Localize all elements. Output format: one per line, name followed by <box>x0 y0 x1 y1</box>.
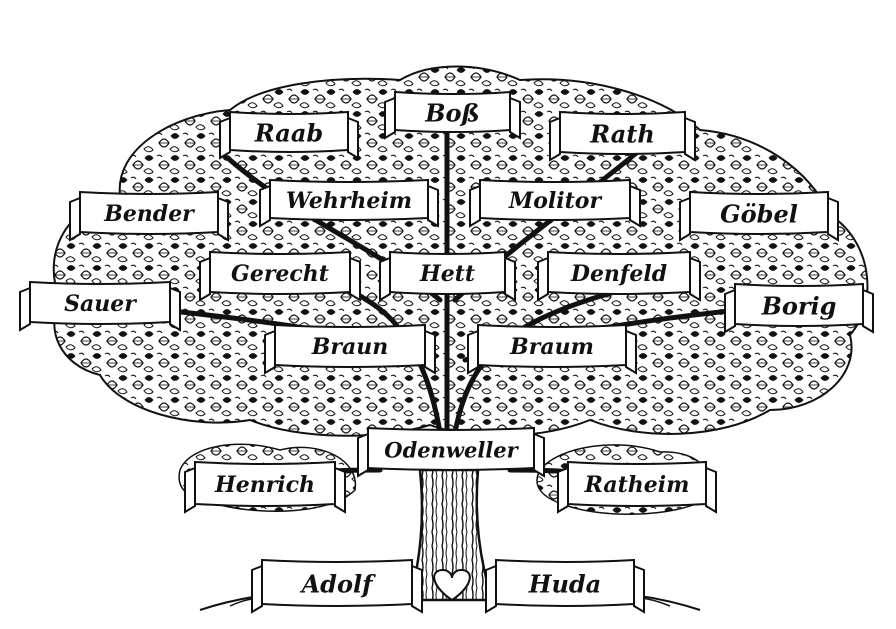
banner-label: Huda <box>528 570 601 599</box>
banner-ribbon <box>389 250 506 295</box>
banner-label: Göbel <box>720 200 798 229</box>
banner-curl-left <box>251 564 263 614</box>
banner-label: Hett <box>419 261 475 287</box>
banner-curl-right <box>509 96 521 140</box>
banner-label: Molitor <box>508 188 603 214</box>
banner-curl-right <box>217 196 229 242</box>
banner-ribbon <box>29 280 171 325</box>
banner-curl-right <box>705 466 717 514</box>
banner-borig: Borig <box>724 282 874 334</box>
banner-molitor: Molitor <box>469 178 641 228</box>
banner-boss: Boß <box>384 90 521 140</box>
banner-label: Bender <box>103 201 195 227</box>
banner-label: Sauer <box>64 291 137 317</box>
banner-gerecht: Gerecht <box>199 250 361 302</box>
banner-ribbon <box>209 250 351 295</box>
banner-curl-right <box>629 184 641 228</box>
banner-bender: Bender <box>69 190 229 242</box>
banner-curl-left <box>724 288 736 334</box>
banner-adolf: Adolf <box>251 558 423 614</box>
banner-braum: Braum <box>467 323 637 375</box>
banner-ribbon <box>734 282 864 327</box>
banner-curl-right <box>633 564 645 614</box>
banner-wehrheim: Wehrheim <box>259 178 439 228</box>
banner-ribbon <box>477 323 627 368</box>
banner-label: Raab <box>254 119 323 148</box>
banner-hett: Hett <box>379 250 516 302</box>
banner-curl-left <box>549 116 561 162</box>
banner-curl-right <box>689 256 701 302</box>
banner-curl-left <box>537 256 549 302</box>
banner-label: Denfeld <box>570 261 667 287</box>
banner-label: Adolf <box>300 570 377 599</box>
banner-label: Odenweller <box>384 438 519 463</box>
banner-odenweller: Odenweller <box>357 426 545 478</box>
banner-curl-left <box>379 256 391 302</box>
banner-henrich: Henrich <box>184 460 346 514</box>
banner-curl-left <box>19 286 31 332</box>
banner-curl-left <box>557 466 569 514</box>
banner-ribbon <box>689 190 829 235</box>
banner-denfeld: Denfeld <box>537 250 701 302</box>
banner-curl-right <box>427 184 439 228</box>
banner-curl-right <box>169 286 181 332</box>
banner-curl-left <box>69 196 81 242</box>
banner-curl-right <box>862 288 874 334</box>
banner-ribbon <box>261 558 413 607</box>
banner-curl-left <box>259 184 271 228</box>
banner-curl-left <box>467 329 479 375</box>
banner-ribbon <box>79 190 219 235</box>
banner-ribbon <box>194 460 336 507</box>
banner-curl-left <box>469 184 481 228</box>
banner-ribbon <box>559 110 686 155</box>
heart-icon <box>433 568 471 602</box>
banner-curl-right <box>533 432 545 478</box>
banner-curl-right <box>827 196 839 242</box>
banner-raab: Raab <box>219 110 359 160</box>
banner-label: Ratheim <box>584 472 690 498</box>
banner-label: Gerecht <box>231 261 329 287</box>
banner-ribbon <box>269 178 429 221</box>
banner-label: Boß <box>424 99 480 128</box>
banner-curl-left <box>199 256 211 302</box>
banner-sauer: Sauer <box>19 280 181 332</box>
banner-ribbon <box>394 90 511 133</box>
banner-curl-right <box>684 116 696 162</box>
banner-curl-left <box>485 564 497 614</box>
banner-label: Braum <box>509 334 594 360</box>
banner-ratheim: Ratheim <box>557 460 717 514</box>
banner-ribbon <box>229 110 349 153</box>
banner-label: Henrich <box>214 472 315 498</box>
banner-goebel: Göbel <box>679 190 839 242</box>
banner-curl-right <box>411 564 423 614</box>
banner-ribbon <box>274 323 426 368</box>
banner-label: Wehrheim <box>286 188 412 214</box>
banner-braun: Braun <box>264 323 436 375</box>
banner-curl-right <box>334 466 346 514</box>
banner-curl-left <box>384 96 396 140</box>
banner-curl-left <box>219 116 231 160</box>
banner-ribbon <box>479 178 631 221</box>
banner-curl-right <box>349 256 361 302</box>
banner-label: Borig <box>761 292 837 321</box>
banner-curl-left <box>264 329 276 375</box>
banner-rath: Rath <box>549 110 696 162</box>
banner-curl-right <box>424 329 436 375</box>
banner-curl-right <box>625 329 637 375</box>
banner-ribbon <box>495 558 635 607</box>
banner-curl-right <box>347 116 359 160</box>
banner-huda: Huda <box>485 558 645 614</box>
banner-label: Braun <box>311 334 388 360</box>
banner-curl-left <box>184 466 196 514</box>
banner-curl-right <box>504 256 516 302</box>
banner-ribbon <box>567 460 707 507</box>
banner-curl-left <box>679 196 691 242</box>
banner-ribbon <box>547 250 691 295</box>
banner-curl-left <box>357 432 369 478</box>
banner-ribbon <box>367 426 535 471</box>
banner-label: Rath <box>589 120 655 149</box>
